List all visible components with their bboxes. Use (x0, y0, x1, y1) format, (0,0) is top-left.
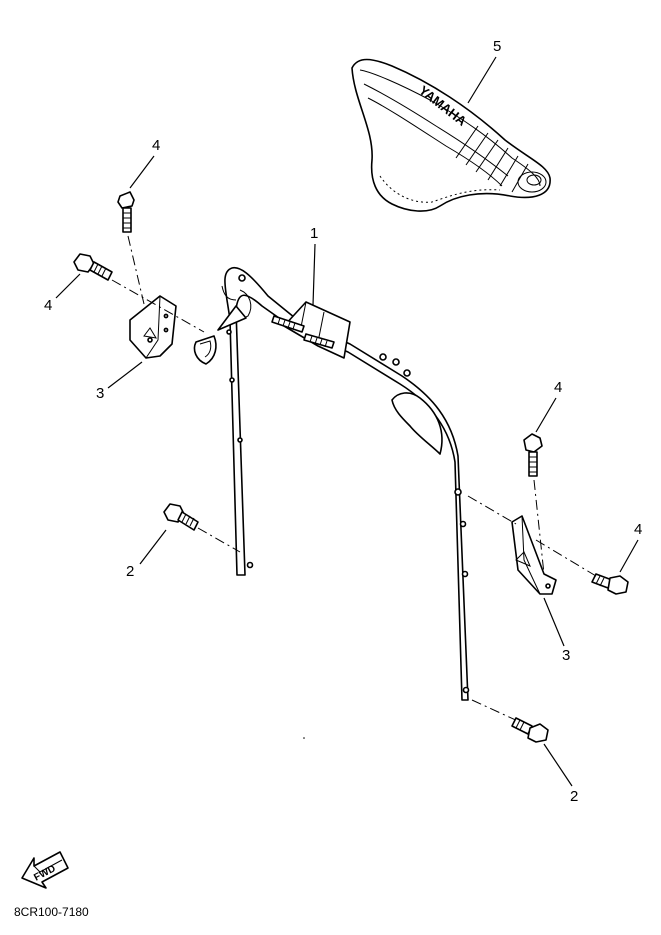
callout-2-left: 2 (126, 529, 167, 580)
guide-line-bolt4-right-horizontal (535, 539, 597, 577)
callout-4-right-top: 4 (535, 379, 562, 433)
bolt-4-left-horizontal (73, 253, 113, 281)
callout-label-5: 5 (493, 38, 501, 55)
handle-frame (217, 266, 470, 701)
bolt-2-right (511, 717, 549, 743)
callout-4-mid-left: 4 (44, 273, 81, 314)
bolt-4-left-vertical (117, 191, 135, 233)
guide-line-bracket-right (467, 495, 517, 525)
bolt-4-right-horizontal (591, 573, 629, 595)
callout-4-right-bottom: 4 (619, 521, 642, 573)
guide-line-bolt4-right-vertical (533, 479, 545, 575)
figure-code: 8CR100-7180 (14, 905, 89, 919)
callout-label-4-top-left: 4 (152, 137, 160, 154)
fwd-arrow-icon: FWD (21, 851, 69, 889)
callout-3-right: 3 (543, 597, 570, 664)
callout-label-3-right: 3 (562, 647, 570, 664)
crossbar-stud (271, 315, 335, 349)
d-ring (193, 335, 217, 365)
guide-line-bolt2-right (471, 699, 521, 723)
callout-label-2-right: 2 (570, 788, 578, 805)
guide-line-bolt4-vertical (127, 235, 145, 305)
bracket-right (511, 515, 557, 595)
callout-4-top-left: 4 (129, 137, 160, 189)
callout-2-right: 2 (543, 743, 578, 805)
seat-pad: YAMAHA (351, 58, 551, 212)
bolt-4-right-vertical (523, 433, 543, 477)
bracket-left (129, 295, 177, 359)
stray-dot (303, 737, 305, 739)
callout-label-3-left: 3 (96, 385, 104, 402)
guide-line-bolt4-horizontal (111, 279, 205, 333)
callout-label-4-right-top: 4 (554, 379, 562, 396)
guide-line-bolt2-left (197, 527, 241, 553)
bolt-2-left (163, 503, 199, 531)
callout-label-4-mid-left: 4 (44, 297, 52, 314)
callout-label-2-left: 2 (126, 563, 134, 580)
callout-3-left: 3 (96, 361, 143, 402)
callout-label-4-right-bottom: 4 (634, 521, 642, 538)
callout-1: 1 (310, 225, 318, 306)
callout-label-1: 1 (310, 225, 318, 242)
callout-5: 5 (467, 38, 501, 104)
